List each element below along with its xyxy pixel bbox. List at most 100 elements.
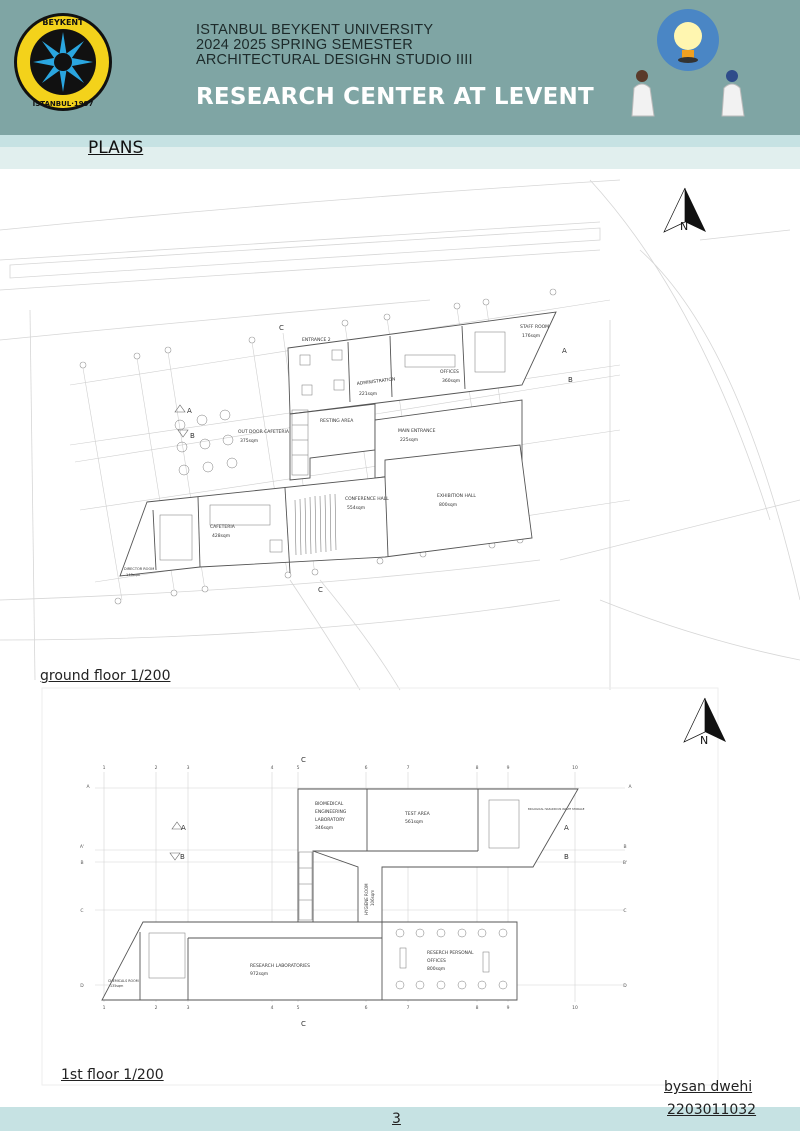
svg-text:2: 2 (155, 765, 158, 771)
section-mark-c-bottom: C (318, 586, 323, 594)
svg-text:BEYKENT: BEYKENT (42, 18, 84, 27)
svg-text:2: 2 (155, 1005, 158, 1011)
header-band (0, 135, 800, 147)
section-mark-c-top: C (301, 756, 306, 764)
university-name: ISTANBUL BEYKENT UNIVERSITY (196, 22, 434, 38)
section-mark-b: B (190, 432, 195, 440)
svg-text:7: 7 (407, 1005, 410, 1011)
section-mark-b-right: B (564, 853, 569, 861)
site-context (0, 179, 800, 691)
first-room-labels: BIOMEDICAL ENGINEERING LABORATORY 346sqm… (108, 801, 585, 988)
page-number: 3 (392, 1111, 401, 1127)
label-director-room-area: 148sqm (126, 573, 141, 577)
svg-text:9: 9 (507, 1005, 510, 1011)
first-north-arrow: N (683, 697, 726, 747)
label-outdoor-cafeteria: OUT DOOR CAFETERIA (238, 429, 290, 435)
label-exhibition-hall: EXHIBITION HALL (437, 493, 476, 499)
svg-text:D: D (623, 983, 627, 989)
first-furniture (148, 799, 520, 990)
label-engineering: ENGINEERING (315, 809, 347, 815)
label-hygiene-room-area: 106sqm (370, 890, 375, 906)
label-research-laboratories: RESEARCH LABORATORIES (250, 963, 310, 969)
label-offices-area: 360sqm (442, 378, 460, 384)
label-staff-room: STAFF ROOM (520, 324, 549, 330)
scientists-illustration (631, 9, 745, 117)
svg-text:5: 5 (297, 765, 300, 771)
label-exhibition-hall-area: 800sqm (439, 502, 457, 508)
label-cafeteria-area: 428sqm (212, 533, 230, 539)
svg-text:8: 8 (476, 765, 479, 771)
svg-text:C: C (623, 908, 626, 914)
label-research-personal-area: 800sqm (427, 966, 445, 972)
ground-north-arrow: N (663, 187, 706, 233)
section-mark-c-top: C (279, 324, 284, 332)
section-mark-b: B (180, 853, 185, 861)
label-entrance-2: ENTRANCE 2 (302, 337, 331, 343)
label-conference-hall: CONFERENCE HALL (345, 496, 389, 502)
north-label: N (700, 734, 708, 747)
label-director-room: DIRECTOR ROOM (124, 567, 154, 571)
svg-text:10: 10 (572, 765, 578, 771)
label-hazardous-storage: BIOLOGICAL HAZARDOUS WASTE STORAGE (528, 807, 585, 811)
svg-text:A: A (86, 784, 90, 790)
first-building (101, 788, 579, 1001)
label-biomedical: BIOMEDICAL (315, 801, 344, 807)
student-id: 2203011032 (667, 1102, 757, 1118)
ground-floor-caption: ground floor 1/200 (40, 668, 171, 684)
svg-text:5: 5 (297, 1005, 300, 1011)
label-laboratory: LABORATORY (315, 817, 345, 823)
svg-text:B: B (80, 860, 83, 866)
author-name: bysan dwehi (664, 1079, 753, 1095)
svg-text:3: 3 (187, 765, 190, 771)
svg-text:9: 9 (507, 765, 510, 771)
north-label: N (680, 220, 688, 233)
svg-text:4: 4 (271, 1005, 274, 1011)
svg-text:10: 10 (572, 1005, 578, 1011)
ground-section-marks: A B A B C C (174, 324, 573, 594)
label-administration: ADMINISTRATION (357, 376, 396, 387)
svg-text:1: 1 (103, 1005, 106, 1011)
svg-text:A: A (628, 784, 632, 790)
label-research-personal: RESERCH PERSONAL (427, 950, 474, 956)
label-test-area-size: 561sqm (405, 819, 423, 825)
footer-band (0, 1107, 800, 1131)
label-offices: OFFICES (440, 369, 459, 375)
svg-text:B': B' (623, 860, 627, 866)
section-title: PLANS (88, 138, 144, 158)
header-band-light (0, 147, 800, 169)
svg-text:4: 4 (271, 765, 274, 771)
project-title: RESEARCH CENTER AT LEVENT (196, 84, 594, 110)
first-floor-caption: 1st floor 1/200 (61, 1067, 164, 1083)
ground-building (119, 311, 557, 577)
label-resting-area: RESTING AREA (320, 418, 354, 424)
svg-text:D: D (80, 983, 84, 989)
label-test-area: TEST AREA (404, 811, 431, 817)
section-mark-a: A (181, 824, 186, 832)
first-grid-lines (95, 772, 625, 1002)
label-outdoor-cafeteria-area: 375sqm (240, 438, 258, 444)
label-main-entrance: MAIN ENTRANCE (398, 428, 436, 434)
label-cafeteria: CAFETERIA (210, 524, 236, 530)
ground-grid-lines (69, 299, 631, 601)
label-staff-room-area: 176sqm (522, 333, 540, 339)
label-offices: OFFICES (427, 958, 446, 964)
ground-furniture (159, 331, 506, 561)
label-chemicals-room-area: 135sqm (110, 984, 123, 988)
svg-text:8: 8 (476, 1005, 479, 1011)
ground-room-labels: ENTRANCE 2 ADMINISTRATION 221sqm OFFICES… (124, 324, 549, 577)
label-biomedical-area: 346sqm (315, 825, 333, 831)
svg-text:İSTANBUL·1997: İSTANBUL·1997 (33, 99, 94, 108)
label-main-entrance-area: 225sqm (400, 437, 418, 443)
svg-text:3: 3 (187, 1005, 190, 1011)
section-mark-a-right: A (564, 824, 569, 832)
svg-text:6: 6 (365, 765, 368, 771)
section-mark-a-right: A (562, 347, 567, 355)
university-logo: BEYKENT İSTANBUL·1997 (14, 13, 112, 111)
svg-text:A': A' (80, 844, 84, 850)
first-section-marks: A B A B C C (169, 756, 569, 1028)
semester: 2024 2025 SPRING SEMESTER (196, 37, 413, 53)
studio-name: ARCHITECTURAL DESIGHN STUDIO IIII (196, 52, 473, 68)
label-administration-area: 221sqm (359, 391, 377, 397)
